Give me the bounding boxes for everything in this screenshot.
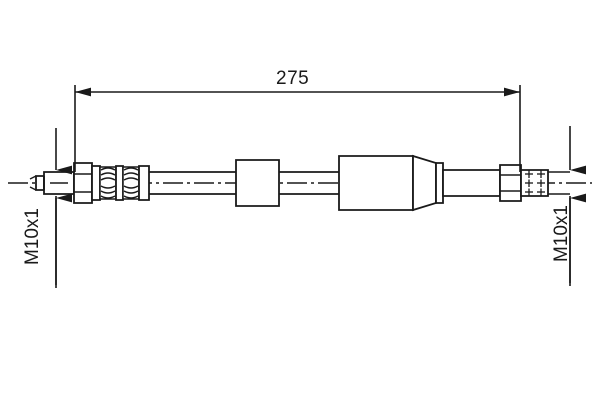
spring-guard-segment-1 [99, 166, 117, 200]
left-hex-nut [73, 162, 93, 204]
right-collar [435, 162, 444, 204]
left-thread-stub [29, 171, 75, 195]
right-neck [442, 169, 501, 197]
right-taper-cone [412, 154, 437, 212]
overall-length-label: 275 [276, 68, 310, 89]
left-thread-label: M10x1 [22, 208, 43, 266]
hose-run-middle [279, 171, 339, 195]
hose-run-left [149, 171, 236, 195]
spring-guard-segment-2 [122, 166, 140, 200]
right-thread-label: M10x1 [551, 205, 572, 263]
left-collar-a [91, 165, 101, 201]
coil-mid-collar [115, 165, 124, 201]
right-crimp-sleeve [338, 155, 414, 211]
right-hex-nut [499, 164, 522, 202]
left-collar-b [138, 165, 150, 201]
right-thread-tip [520, 169, 570, 197]
hose-clamp-box [235, 159, 280, 207]
overall-length-dimension [74, 85, 521, 172]
